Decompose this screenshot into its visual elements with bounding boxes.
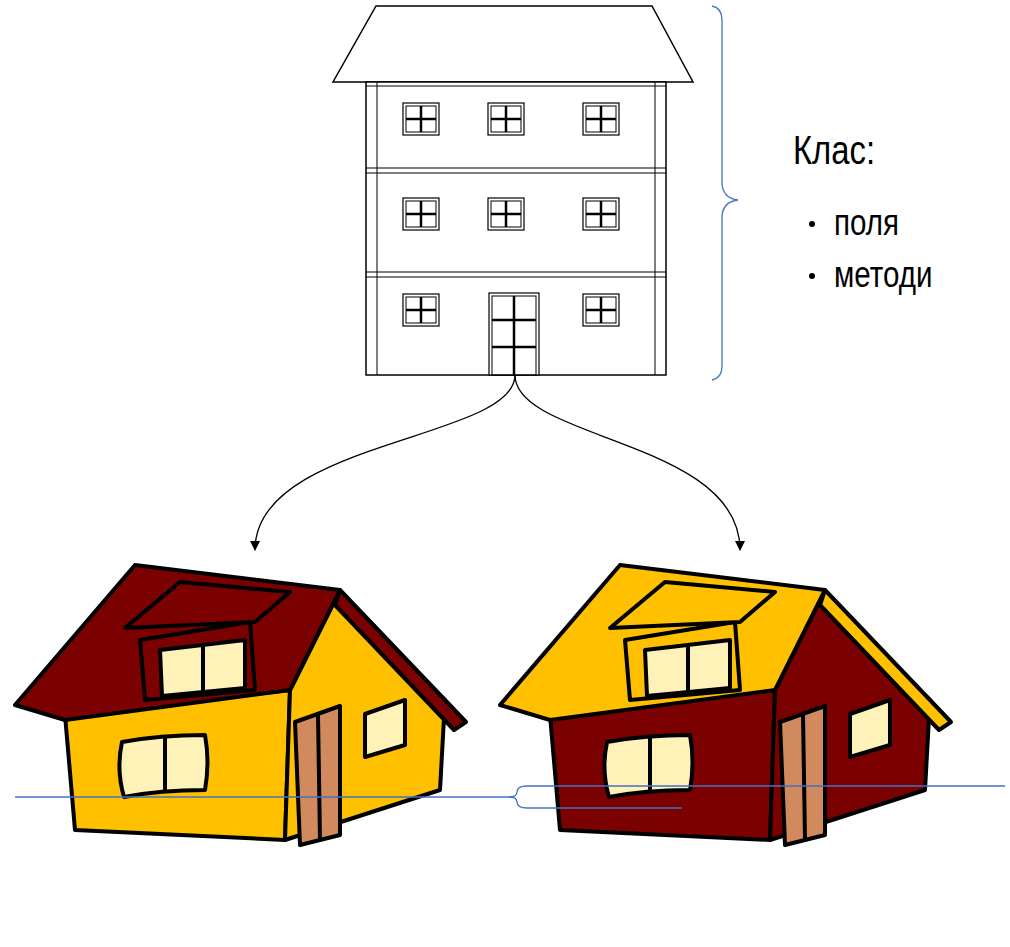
list-bullet bbox=[809, 221, 815, 227]
class-building bbox=[333, 6, 693, 375]
object-house bbox=[15, 565, 340, 720]
object-house bbox=[163, 738, 167, 793]
object-house bbox=[318, 715, 320, 840]
object-house bbox=[648, 738, 652, 793]
list-bullet bbox=[809, 221, 815, 279]
object-house bbox=[780, 706, 825, 845]
bottom-bracket bbox=[509, 797, 682, 808]
class-building bbox=[366, 86, 666, 87]
object-house bbox=[604, 735, 692, 797]
class-building bbox=[377, 82, 378, 375]
class-building bbox=[366, 271, 666, 272]
object-house bbox=[803, 715, 805, 840]
object-house bbox=[610, 582, 775, 628]
class-building bbox=[655, 82, 656, 375]
list-bullet bbox=[809, 273, 815, 279]
field-item: поля bbox=[834, 205, 899, 241]
class-building bbox=[583, 103, 619, 135]
bottom-bracket bbox=[15, 786, 1005, 797]
method-item: методи bbox=[834, 257, 932, 293]
class-building bbox=[403, 198, 439, 230]
class-building bbox=[488, 198, 524, 230]
object-house bbox=[500, 565, 951, 845]
class-building bbox=[583, 198, 619, 230]
instance-arrow bbox=[515, 375, 740, 550]
class-building bbox=[492, 296, 536, 375]
instance-arrow bbox=[255, 375, 515, 550]
object-house bbox=[119, 735, 207, 797]
class-building bbox=[488, 103, 524, 135]
class-building bbox=[366, 172, 666, 173]
class-building bbox=[333, 6, 693, 82]
object-house bbox=[686, 646, 690, 692]
class-building bbox=[403, 294, 439, 326]
bottom-bracket bbox=[15, 786, 1005, 808]
instance-arrow bbox=[255, 375, 740, 550]
object-house bbox=[125, 582, 290, 628]
object-house bbox=[365, 700, 405, 757]
object-house bbox=[500, 565, 825, 720]
class-heading: Клас: bbox=[793, 130, 875, 170]
class-building bbox=[513, 296, 516, 375]
object-house bbox=[850, 700, 890, 757]
object-house bbox=[140, 622, 255, 700]
class-building bbox=[489, 293, 539, 375]
class-building bbox=[583, 294, 619, 326]
object-house bbox=[625, 622, 740, 700]
object-house bbox=[15, 565, 466, 845]
object-house bbox=[201, 646, 205, 692]
class-building bbox=[492, 319, 536, 322]
object-house bbox=[645, 640, 730, 696]
class-building bbox=[366, 82, 666, 375]
object-house bbox=[295, 706, 340, 845]
class-building bbox=[366, 276, 666, 277]
class-building bbox=[492, 346, 536, 349]
curly-brace bbox=[712, 6, 738, 380]
object-house bbox=[160, 640, 245, 696]
class-building bbox=[366, 167, 666, 168]
class-building bbox=[403, 103, 439, 135]
